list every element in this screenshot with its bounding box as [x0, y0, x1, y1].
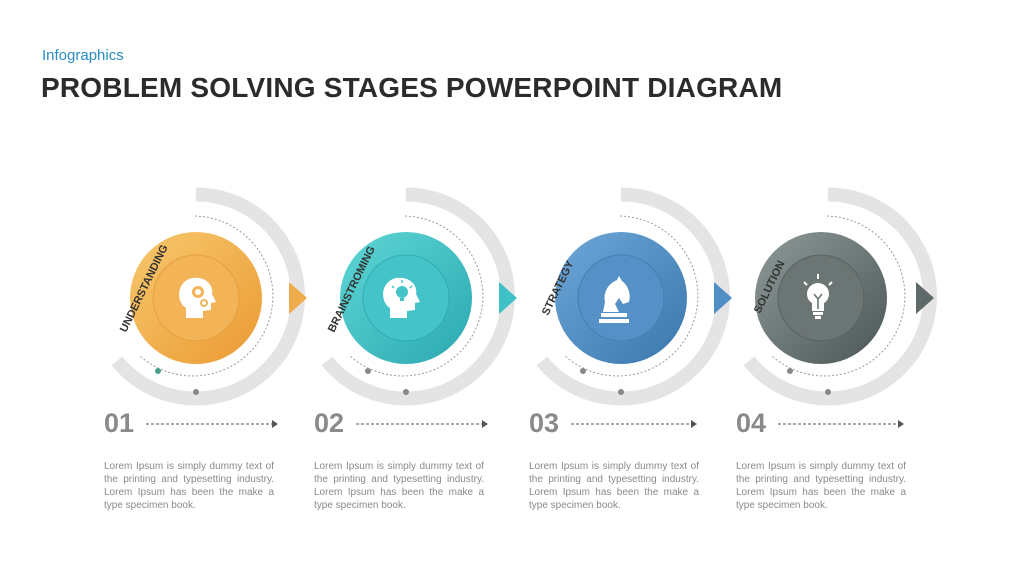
head-lightbulb-icon	[383, 277, 420, 318]
stage-graphic: STRATEGY	[536, 187, 732, 406]
stage-understanding: UNDERSTANDING 01 Lorem Ipsum is simply d…	[104, 187, 344, 530]
pointer-arrow	[714, 282, 732, 314]
pointer-arrow	[289, 282, 307, 314]
head-gears-icon	[179, 277, 216, 318]
stage-number: 03	[529, 408, 560, 438]
dashed-arrow	[146, 420, 278, 428]
pointer-arrow	[499, 282, 517, 314]
dot	[580, 368, 586, 374]
stage-description: Lorem Ipsum is simply dummy text of the …	[314, 461, 484, 511]
dashed-arc	[139, 215, 274, 377]
stage-brainstroming: BRAINSTROMING 02 Lorem Ipsum is simply d…	[314, 187, 554, 530]
dot	[155, 368, 161, 374]
stage-strategy: STRATEGY 03 Lorem Ipsum is simply dummy …	[529, 187, 769, 530]
dot	[618, 389, 624, 395]
dashed-arc	[771, 215, 906, 377]
lightbulb-icon	[803, 274, 833, 319]
dashed-arrow	[571, 420, 697, 428]
dot	[403, 389, 409, 395]
stage-description: Lorem Ipsum is simply dummy text of the …	[529, 461, 699, 511]
dashed-arc	[349, 215, 484, 377]
dot	[825, 389, 831, 395]
stage-solution: SOLUTION 04 Lorem Ipsum is simply dummy …	[736, 187, 976, 530]
dashed-arrow	[778, 420, 904, 428]
dot	[365, 368, 371, 374]
dot	[787, 368, 793, 374]
stage-number: 01	[104, 408, 135, 438]
dashed-arc	[564, 215, 699, 377]
chess-knight-icon	[599, 276, 630, 323]
page-title: PROBLEM SOLVING STAGES POWERPOINT DIAGRA…	[41, 72, 783, 103]
stage-graphic: UNDERSTANDING	[111, 187, 307, 406]
stage-number: 02	[314, 408, 345, 438]
dot	[193, 389, 199, 395]
stage-description: Lorem Ipsum is simply dummy text of the …	[104, 461, 274, 511]
stage-description: Lorem Ipsum is simply dummy text of the …	[736, 461, 906, 511]
outer-arc	[321, 187, 515, 406]
dashed-arrow	[356, 420, 488, 428]
outer-arc	[743, 187, 937, 406]
outer-arc	[111, 187, 305, 406]
stage-number: 04	[736, 408, 767, 438]
stage-graphic: BRAINSTROMING	[321, 187, 517, 406]
outer-arc	[536, 187, 730, 406]
pointer-arrow	[916, 282, 934, 314]
subtitle: Infographics	[42, 47, 124, 64]
stage-graphic: SOLUTION	[743, 187, 937, 406]
